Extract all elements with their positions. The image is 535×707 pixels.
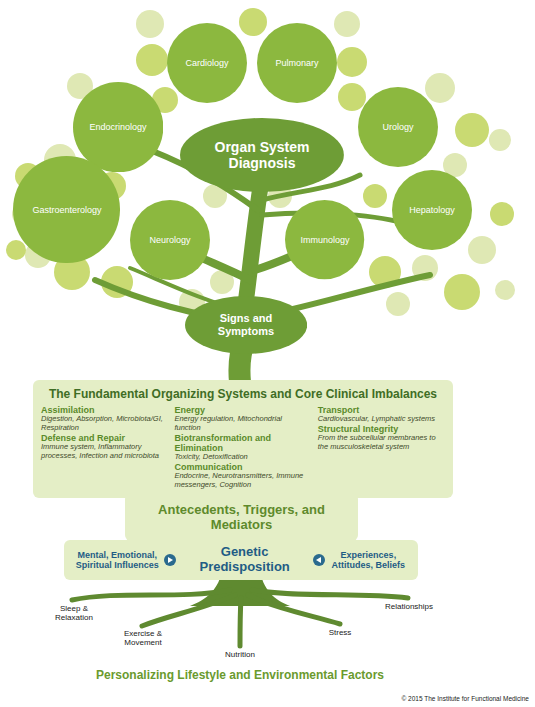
system-heading: Defense and Repair (41, 433, 166, 443)
genetics-band: Mental, Emotional, Spiritual Influences G… (64, 540, 418, 580)
system-detail: Energy regulation, Mitochondrial functio… (174, 415, 309, 432)
node-label: Cardiology (185, 58, 228, 68)
system-heading: Structural Integrity (318, 424, 445, 434)
system-heading: Transport (318, 405, 445, 415)
decor-circle (136, 44, 168, 76)
decor-circle (334, 11, 360, 37)
decor-circle (239, 8, 267, 36)
arrow-disc (313, 554, 325, 566)
footer-title: Personalizing Lifestyle and Environmenta… (10, 669, 470, 683)
node-label: Signs and Symptoms (206, 312, 286, 337)
shape-fill (285, 200, 364, 279)
tree-root (248, 595, 340, 624)
system-heading: Energy (174, 405, 309, 415)
organ-circle: Urology (358, 87, 438, 167)
decor-circle (444, 274, 480, 310)
band-column: TransportCardiovascular, Lymphatic syste… (318, 405, 445, 490)
shape-fill (392, 170, 472, 250)
node-label: Hepatology (409, 205, 455, 215)
node-label: Neurology (149, 235, 190, 245)
root-label: Nutrition (210, 650, 270, 659)
band-label: Experiences, Attitudes, Beliefs (325, 550, 412, 571)
shape-fill (257, 23, 337, 103)
copyright-note: © 2015 The Institute for Functional Medi… (300, 695, 529, 702)
shape-fill (185, 296, 307, 354)
shape-fill (130, 200, 210, 280)
organ-circle: Neurology (130, 200, 210, 280)
band-label: Antecedents, Triggers, and Mediators (131, 502, 352, 532)
shape-fill (167, 23, 247, 103)
band-heading: The Fundamental Organizing Systems and C… (41, 387, 445, 401)
band-column: EnergyEnergy regulation, Mitochondrial f… (174, 405, 309, 490)
root-label: Exercise & Movement (112, 629, 174, 647)
decor-circle (136, 10, 164, 38)
band-title: Genetic Predisposition (176, 545, 312, 575)
tree-roots (72, 590, 408, 646)
symptoms-ellipse: Signs and Symptoms (185, 296, 307, 354)
arrow-symbol (164, 554, 176, 566)
band-label: Mental, Emotional, Spiritual Influences (70, 550, 164, 571)
diagnosis-ellipse: Organ System Diagnosis (180, 118, 344, 192)
decor-circles (6, 8, 515, 316)
tree-root (240, 598, 241, 646)
root-label: Sleep & Relaxation (44, 604, 104, 622)
node-label: Immunology (300, 235, 349, 245)
tree-root (142, 595, 235, 626)
shape-fill (180, 118, 344, 192)
decor-circle (468, 236, 496, 264)
node-label: Urology (382, 122, 413, 132)
organ-circle: Cardiology (167, 23, 247, 103)
decor-circle (386, 292, 410, 316)
organ-circle: Hepatology (392, 170, 472, 250)
shape-fill (13, 156, 120, 263)
tree-root (72, 590, 230, 600)
organ-circle: Pulmonary (257, 23, 337, 103)
system-detail: From the subcellular membranes to the mu… (318, 434, 445, 451)
decor-circle (6, 240, 26, 260)
system-detail: Endocrine, Neurotransmitters, Immune mes… (174, 472, 309, 489)
band-columns: AssimilationDigestion, Absorption, Micro… (41, 405, 445, 490)
system-heading: Biotransformation and Elimination (174, 433, 309, 454)
root-label: Relationships (375, 602, 443, 611)
decor-circle (490, 202, 514, 226)
node-label: Endocrinology (89, 122, 146, 132)
organ-circle: Endocrinology (73, 82, 163, 172)
node-label: Gastroenterology (32, 205, 101, 215)
organ-circle: Gastroenterology (13, 156, 120, 263)
arrow-symbol (313, 554, 325, 566)
shape-fill (73, 82, 163, 172)
band-column: AssimilationDigestion, Absorption, Micro… (41, 405, 166, 490)
decor-circle (455, 113, 489, 147)
system-detail: Toxicity, Detoxification (174, 453, 309, 462)
root-label: Stress (315, 628, 365, 637)
organ-circle: Immunology (285, 200, 364, 279)
arrow-disc (164, 554, 176, 566)
antecedents-band: Antecedents, Triggers, and Mediators (125, 493, 358, 541)
system-detail: Cardiovascular, Lymphatic systems (318, 415, 445, 424)
arrow-head (168, 557, 173, 563)
system-heading: Communication (174, 462, 309, 472)
decor-circle (489, 129, 511, 151)
systems-band: The Fundamental Organizing Systems and C… (33, 380, 453, 498)
decor-circle (338, 83, 366, 111)
node-label: Pulmonary (275, 58, 318, 68)
arrow-head (316, 557, 321, 563)
system-detail: Immune system, Inflammatory processes, I… (41, 443, 166, 460)
decor-circle (425, 73, 455, 103)
tree-root (252, 590, 408, 598)
decor-circle (337, 47, 367, 77)
decor-circle (495, 280, 515, 300)
system-heading: Assimilation (41, 405, 166, 415)
system-detail: Digestion, Absorption, Microbiota/GI, Re… (41, 415, 166, 432)
node-label: Organ System Diagnosis (207, 139, 317, 171)
shape-fill (358, 87, 438, 167)
decor-circle (363, 184, 387, 208)
